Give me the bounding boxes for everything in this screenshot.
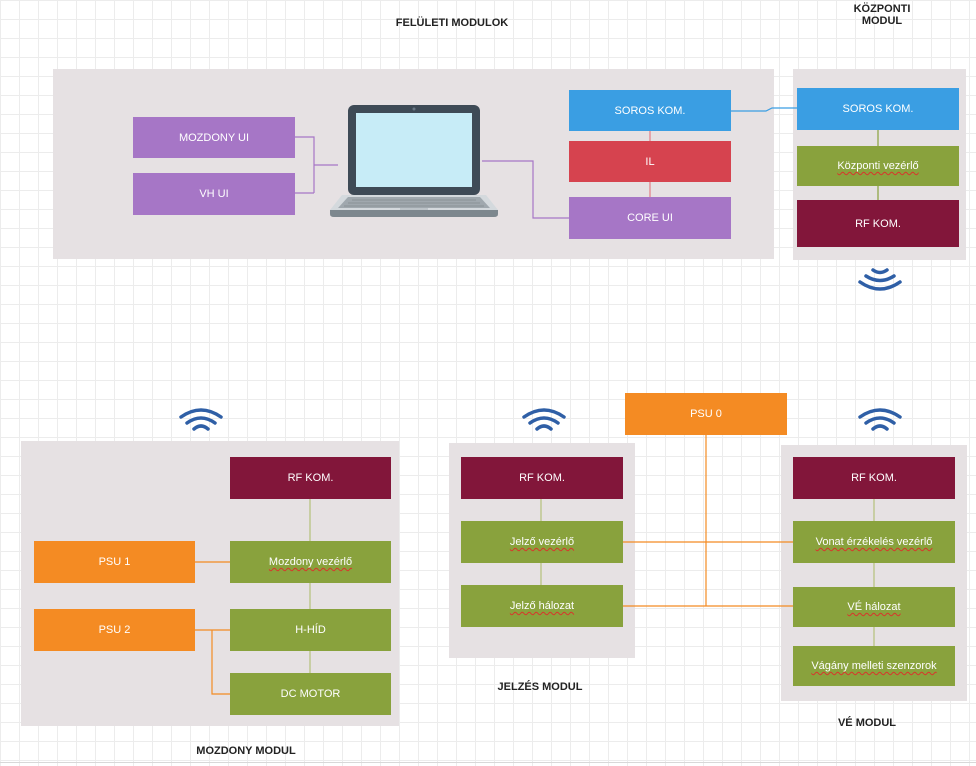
ve-vezerlo-box[interactable]: Vonat érzékelés vezérlő bbox=[793, 521, 955, 563]
jelzo-vezerlo-label: Jelző vezérlő bbox=[509, 536, 575, 548]
kozponti-vezerlo-box[interactable]: Központi vezérlő bbox=[797, 146, 959, 186]
wifi-icon bbox=[858, 408, 902, 431]
laptop-icon bbox=[330, 105, 498, 217]
jelzo-halozat-label: Jelző hálozat bbox=[509, 600, 575, 612]
psu1-box[interactable]: PSU 1 bbox=[34, 541, 195, 583]
ve-rf-kom-box[interactable]: RF KOM. bbox=[793, 457, 955, 499]
wifi-icon bbox=[858, 268, 902, 291]
ve-halozat-label: VÉ hálozat bbox=[847, 601, 901, 613]
wifi-icon bbox=[179, 408, 223, 431]
felszini-title: FELÜLETI MODULOK bbox=[395, 17, 509, 29]
mozdony-ui-box[interactable]: MOZDONY UI bbox=[133, 117, 295, 158]
hhid-box[interactable]: H-HÍD bbox=[230, 609, 391, 651]
bottom-divider bbox=[0, 762, 976, 763]
dc-motor-box[interactable]: DC MOTOR bbox=[230, 673, 391, 715]
vh-ui-box[interactable]: VH UI bbox=[133, 173, 295, 215]
kozponti-title-line2: MODUL bbox=[861, 15, 903, 27]
ve-halozat-box[interactable]: VÉ hálozat bbox=[793, 587, 955, 627]
core-ui-box[interactable]: CORE UI bbox=[569, 197, 731, 239]
kozponti-rf-kom-box[interactable]: RF KOM. bbox=[797, 200, 959, 247]
szenzorok-label: Vágány melleti szenzorok bbox=[811, 660, 937, 672]
jelzo-halozat-box[interactable]: Jelző hálozat bbox=[461, 585, 623, 627]
jelzes-rf-kom-box[interactable]: RF KOM. bbox=[461, 457, 623, 499]
soros-kom-box[interactable]: SOROS KOM. bbox=[569, 90, 731, 131]
mozdony-title: MOZDONY MODUL bbox=[196, 745, 296, 757]
il-box[interactable]: IL bbox=[569, 141, 731, 182]
kozponti-title-line1: KÖZPONTI bbox=[853, 3, 911, 15]
mozdony-rf-kom-box[interactable]: RF KOM. bbox=[230, 457, 391, 499]
psu2-box[interactable]: PSU 2 bbox=[34, 609, 195, 651]
szenzorok-box[interactable]: Vágány melleti szenzorok bbox=[793, 646, 955, 686]
kozponti-vezerlo-label: Központi vezérlő bbox=[837, 160, 919, 172]
ve-title: VÉ MODUL bbox=[837, 717, 897, 729]
wifi-icon bbox=[522, 408, 566, 431]
jelzo-vezerlo-box[interactable]: Jelző vezérlő bbox=[461, 521, 623, 563]
mozdony-vezerlo-box[interactable]: Mozdony vezérlő bbox=[230, 541, 391, 583]
mozdony-vezerlo-label: Mozdony vezérlő bbox=[268, 556, 353, 568]
kozponti-soros-kom-box[interactable]: SOROS KOM. bbox=[797, 88, 959, 130]
ve-vezerlo-label: Vonat érzékelés vezérlő bbox=[815, 536, 933, 548]
jelzes-title: JELZÉS MODUL bbox=[497, 681, 583, 693]
psu0-box[interactable]: PSU 0 bbox=[625, 393, 787, 435]
